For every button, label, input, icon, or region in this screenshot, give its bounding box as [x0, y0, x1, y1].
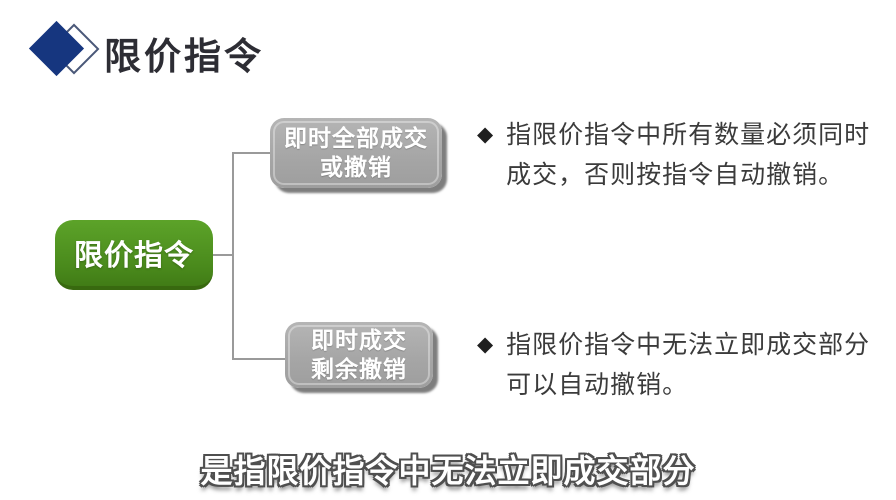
connector-bottom-branch-line	[232, 358, 285, 360]
diamond-bullet-icon: ◆	[477, 333, 494, 356]
bullet-text: 指限价指令中无法立即成交部分可以自动撤销。	[506, 331, 871, 399]
bullet-item: ◆ 指限价指令中无法立即成交部分可以自动撤销。	[477, 325, 870, 405]
branch-node-immediate-or-cancel: 即时成交 剩余撤销	[285, 322, 433, 388]
bullet-text: 指限价指令中所有数量必须同时成交，否则按指令自动撤销。	[506, 121, 871, 189]
branch-node-fill-or-kill: 即时全部成交 或撤销	[270, 118, 442, 188]
diamond-logo-icon	[28, 18, 110, 90]
connector-vertical-line	[232, 152, 234, 360]
branch-node-label-line: 剩余撤销	[311, 356, 407, 382]
root-node-limit-order: 限价指令	[55, 220, 213, 290]
page-title: 限价指令	[104, 36, 264, 77]
diamond-bullet-icon: ◆	[477, 123, 494, 146]
bullet-item: ◆ 指限价指令中所有数量必须同时成交，否则按指令自动撤销。	[477, 115, 870, 195]
root-node-label: 限价指令	[73, 240, 194, 272]
branch-node-label-line: 或撤销	[320, 154, 392, 180]
connector-top-branch-line	[232, 152, 272, 154]
video-caption: 是指限价指令中无法立即成交部分	[200, 453, 696, 489]
branch-node-label-line: 即时全部成交	[284, 125, 428, 151]
branch-node-label-line: 即时成交	[311, 327, 407, 353]
connector-root-line	[212, 254, 234, 256]
